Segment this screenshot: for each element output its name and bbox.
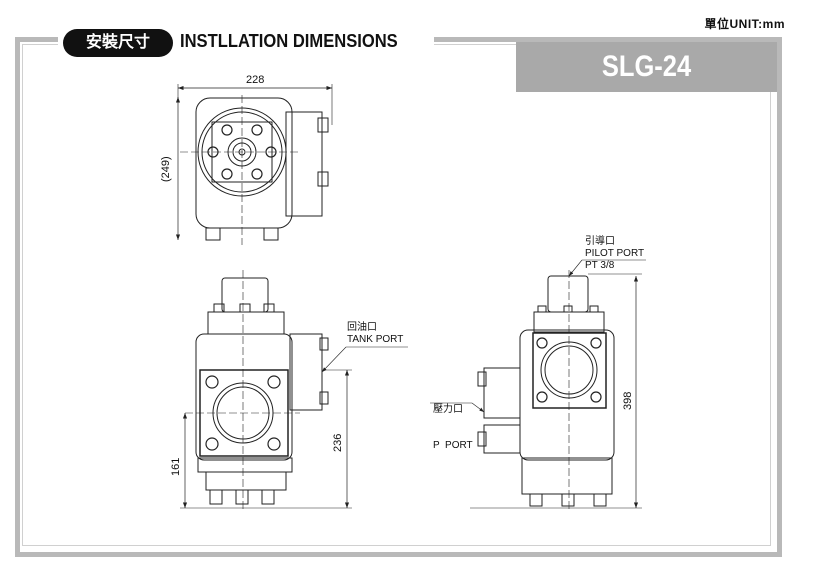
front-view bbox=[180, 270, 408, 512]
page-title: INSTLLATION DIMENSIONS bbox=[180, 31, 398, 51]
top-view bbox=[175, 84, 333, 245]
tank-port-height-dimension: 236 bbox=[332, 433, 344, 452]
unit-label: 單位UNIT:mm bbox=[704, 17, 785, 31]
side-view bbox=[430, 259, 646, 512]
pilot-port-en: PILOT PORT bbox=[585, 248, 645, 259]
width-dimension: 228 bbox=[246, 74, 265, 86]
tank-port-en: TANK PORT bbox=[347, 334, 404, 345]
p-port-height-dimension: 161 bbox=[170, 457, 182, 476]
depth-dimension: (249) bbox=[160, 156, 172, 182]
model-badge: SLG-24 bbox=[516, 42, 777, 92]
tank-port-label: 回油口 TANK PORT bbox=[347, 322, 403, 346]
title-cn-badge: 安裝尺寸 bbox=[63, 29, 173, 57]
total-height-dimension: 398 bbox=[622, 391, 634, 410]
pressure-port-en: P PORT bbox=[433, 440, 473, 451]
model-label: SLG-24 bbox=[601, 50, 692, 83]
pilot-port-size: PT 3/8 bbox=[585, 260, 615, 271]
pilot-port-cn: 引導口 bbox=[585, 236, 615, 247]
pressure-port-cn: 壓力口 bbox=[433, 404, 463, 415]
tank-port-cn: 回油口 bbox=[347, 322, 377, 333]
pressure-port-label: 壓力口 P PORT bbox=[433, 380, 473, 464]
pilot-port-label: 引導口 PILOT PORT PT 3/8 bbox=[585, 236, 644, 272]
